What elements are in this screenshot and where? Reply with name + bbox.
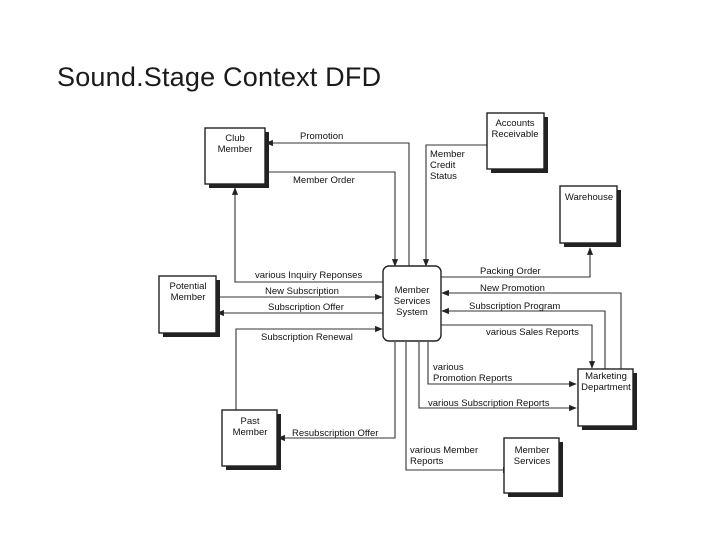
entity-club-member-line2: Member [218, 144, 253, 155]
entity-past-member-line1: Past [240, 416, 259, 427]
entity-club-member: Club Member [204, 127, 269, 188]
flow-resubscription-offer-line [277, 342, 396, 442]
flow-member-credit-status-label-1: Member [430, 149, 465, 160]
flow-promotion-label: Promotion [300, 131, 343, 142]
flow-new-subscription-label: New Subscription [265, 286, 339, 297]
flow-member-credit-status-line [422, 144, 487, 267]
entity-past-member-line2: Member [233, 427, 268, 438]
entity-member-services-line1: Member [515, 445, 550, 456]
entity-warehouse-line1: Warehouse [565, 192, 613, 203]
flow-various-subscription-reports-label: various Subscription Reports [428, 398, 550, 409]
flow-member-credit-status-label-2: Credit [430, 160, 456, 171]
flow-various-member-reports-label-2: Reports [410, 456, 444, 467]
flow-packing-order-line [440, 247, 594, 278]
entity-potential-member-line1: Potential [170, 281, 207, 292]
flow-various-promotion-reports-label-2: Promotion Reports [433, 373, 512, 384]
slide-title: Sound.Stage Context DFD [57, 62, 382, 92]
flow-various-inquiry-reponses-line [231, 187, 384, 283]
flow-subscription-program-label: Subscription Program [469, 301, 560, 312]
flow-various-promotion-reports-label-1: various [433, 362, 464, 373]
flow-resubscription-offer-label: Resubscription Offer [292, 428, 378, 439]
flow-various-sales-reports-label: various Sales Reports [486, 327, 579, 338]
flow-lines [215, 139, 622, 474]
entity-club-member-line1: Club [225, 133, 245, 144]
flow-member-credit-status-label-3: Status [430, 171, 457, 182]
entity-past-member: Past Member [221, 409, 281, 470]
flow-subscription-renewal-line [235, 325, 383, 410]
process-line3: System [396, 307, 428, 318]
flow-promotion-line [265, 139, 410, 268]
entity-marketing-department-line1: Marketing [585, 371, 627, 382]
flow-packing-order-label: Packing Order [480, 266, 541, 277]
flow-member-order-line [266, 171, 399, 267]
flow-subscription-renewal-label: Subscription Renewal [261, 332, 353, 343]
entity-potential-member: Potential Member [158, 275, 220, 337]
flow-new-promotion-line [441, 289, 622, 369]
flow-subscription-offer-label: Subscription Offer [268, 302, 344, 313]
flow-various-member-reports-line [405, 342, 511, 474]
flow-labels: Promotion Member Order Member Credit Sta… [255, 131, 579, 467]
flow-various-inquiry-reponses-label: various Inquiry Reponses [255, 270, 362, 281]
process-line2: Services [394, 296, 431, 307]
flow-various-promotion-reports-line [427, 342, 577, 388]
entity-warehouse: Warehouse [559, 185, 621, 247]
process-line1: Member [395, 285, 430, 296]
entity-potential-member-line2: Member [171, 292, 206, 303]
entity-member-services-line2: Services [514, 456, 551, 467]
entity-accounts-receivable-line2: Receivable [492, 129, 539, 140]
flow-various-subscription-reports-line [418, 342, 577, 412]
flow-new-promotion-label: New Promotion [480, 283, 545, 294]
entity-accounts-receivable: Accounts Receivable [486, 112, 548, 173]
entity-marketing-department: Marketing Department [577, 368, 637, 430]
entity-member-services: Member Services [503, 437, 563, 497]
flow-subscription-program-line [441, 307, 606, 369]
flow-various-member-reports-label-1: various Member [410, 445, 478, 456]
entity-accounts-receivable-line1: Accounts [495, 118, 534, 129]
process-member-services-system: Member Services System [382, 265, 442, 342]
entity-marketing-department-line2: Department [581, 382, 631, 393]
flow-member-order-label: Member Order [293, 175, 355, 186]
flow-various-sales-reports-line [440, 324, 596, 369]
